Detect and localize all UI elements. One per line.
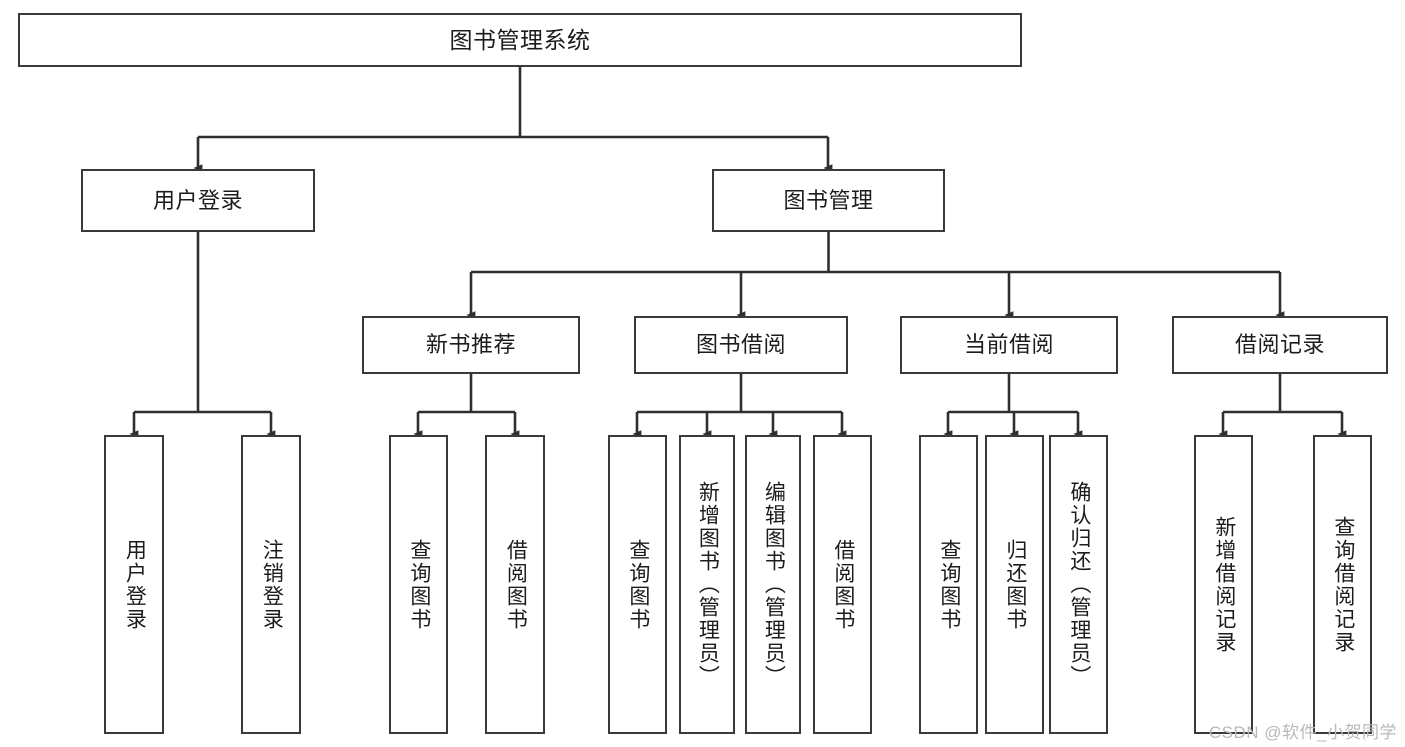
- node-book-borrow[interactable]: 图书借阅: [634, 316, 848, 374]
- node-leaf-user-login-label: 用户登录: [123, 538, 147, 631]
- node-root-label: 图书管理系统: [449, 26, 591, 53]
- node-current-borrow[interactable]: 当前借阅: [900, 316, 1118, 374]
- node-leaf-query-record[interactable]: 查询借阅记录: [1313, 435, 1372, 734]
- node-leaf-query-record-label: 查询借阅记录: [1331, 515, 1355, 654]
- node-leaf-borrow-book-label: 借阅图书: [831, 538, 855, 631]
- watermark: CSDN @软件_小贺同学: [1208, 723, 1397, 742]
- node-new-book-recommend-label: 新书推荐: [425, 332, 516, 358]
- node-leaf-query-book-borrow-label: 查询图书: [626, 538, 650, 631]
- node-current-borrow-label: 当前借阅: [963, 332, 1054, 358]
- node-leaf-add-book-label: 新增图书（管理员）: [696, 481, 720, 688]
- node-leaf-query-book-rec-label: 查询图书: [407, 538, 431, 631]
- node-leaf-logout-label: 注销登录: [260, 538, 284, 631]
- node-leaf-query-book-rec[interactable]: 查询图书: [389, 435, 448, 734]
- node-book-manage[interactable]: 图书管理: [712, 169, 945, 232]
- node-leaf-borrow-book-rec-label: 借阅图书: [504, 538, 528, 631]
- node-leaf-add-record[interactable]: 新增借阅记录: [1194, 435, 1253, 734]
- node-leaf-confirm-return[interactable]: 确认归还（管理员）: [1049, 435, 1108, 734]
- node-leaf-user-login[interactable]: 用户登录: [104, 435, 164, 734]
- node-leaf-query-book-borrow[interactable]: 查询图书: [608, 435, 667, 734]
- node-borrow-record-label: 借阅记录: [1234, 332, 1325, 358]
- node-root[interactable]: 图书管理系统: [18, 13, 1022, 67]
- node-book-borrow-label: 图书借阅: [695, 332, 786, 358]
- node-book-manage-label: 图书管理: [783, 187, 874, 213]
- node-leaf-query-book-current[interactable]: 查询图书: [919, 435, 978, 734]
- node-leaf-query-book-current-label: 查询图书: [937, 538, 961, 631]
- node-leaf-add-book[interactable]: 新增图书（管理员）: [679, 435, 735, 734]
- node-leaf-add-record-label: 新增借阅记录: [1212, 515, 1236, 654]
- node-user-login-label: 用户登录: [152, 187, 243, 213]
- node-user-login[interactable]: 用户登录: [81, 169, 315, 232]
- node-new-book-recommend[interactable]: 新书推荐: [362, 316, 580, 374]
- node-leaf-edit-book-label: 编辑图书（管理员）: [762, 481, 786, 688]
- node-leaf-confirm-return-label: 确认归还（管理员）: [1067, 481, 1091, 688]
- node-leaf-borrow-book[interactable]: 借阅图书: [813, 435, 872, 734]
- node-leaf-logout[interactable]: 注销登录: [241, 435, 301, 734]
- node-borrow-record[interactable]: 借阅记录: [1172, 316, 1388, 374]
- node-leaf-borrow-book-rec[interactable]: 借阅图书: [485, 435, 545, 734]
- node-leaf-return-book[interactable]: 归还图书: [985, 435, 1044, 734]
- node-leaf-return-book-label: 归还图书: [1003, 538, 1027, 631]
- node-leaf-edit-book[interactable]: 编辑图书（管理员）: [745, 435, 801, 734]
